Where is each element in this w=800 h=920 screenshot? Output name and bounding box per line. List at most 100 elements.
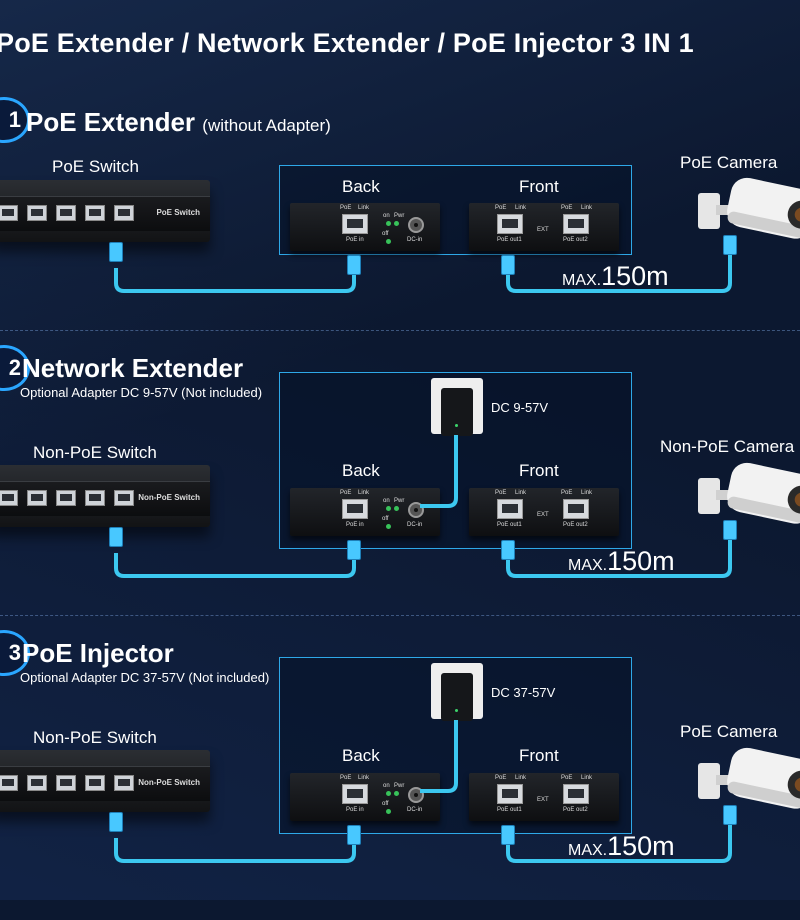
link-text: Link <box>581 490 593 496</box>
switch-port <box>27 205 47 221</box>
rj45-connector <box>347 255 361 275</box>
ext-text: EXT <box>537 512 549 518</box>
adapter-voltage-label: DC 37-57V <box>491 685 556 700</box>
on-text: on <box>383 783 390 789</box>
cable-front-to-camera <box>506 253 732 293</box>
optional-adapter-note: Optional Adapter DC 9-57V (Not included) <box>20 385 263 400</box>
switch-front-panel: Non-PoE Switch <box>0 766 210 801</box>
poe-text: PoE <box>561 490 573 496</box>
link-text: Link <box>515 775 527 781</box>
section-heading: PoE Injector <box>22 638 174 669</box>
switch-port <box>85 775 105 791</box>
cable-adapter-to-dcin <box>420 720 458 793</box>
network-switch: PoE Switch <box>0 180 210 242</box>
poe-in-text: PoE in <box>346 522 364 528</box>
max-distance-value: 150m <box>601 261 669 291</box>
front-label: Front <box>519 461 559 480</box>
camera-label: Non-PoE Camera <box>660 437 795 456</box>
led-indicator <box>394 221 399 226</box>
power-adapter <box>431 378 483 436</box>
max-distance-label: MAX.150m <box>568 831 675 862</box>
rj45-connector <box>347 825 361 845</box>
cable-front-to-camera <box>506 823 732 863</box>
adapter-body <box>441 673 473 721</box>
rj45-connector <box>723 235 737 255</box>
switch-port <box>85 490 105 506</box>
link-text: Link <box>581 205 593 211</box>
section-heading: Network Extender <box>22 353 243 384</box>
poe-in-port <box>342 499 368 519</box>
poe-text: PoE <box>561 205 573 211</box>
rj45-connector <box>723 805 737 825</box>
section-heading-sub: (without Adapter) <box>202 116 331 135</box>
adapter-voltage-label: DC 9-57V <box>491 400 549 415</box>
network-switch: Non-PoE Switch <box>0 465 210 527</box>
on-text: on <box>383 213 390 219</box>
cable-switch-to-back <box>114 838 356 863</box>
poe-text: PoE <box>495 205 507 211</box>
switch-port <box>114 490 134 506</box>
switch-label: Non-PoE Switch <box>33 443 157 462</box>
cable-front-to-camera <box>506 538 732 578</box>
off-text: off <box>382 801 389 807</box>
section-heading: PoE Extender (without Adapter) <box>26 107 331 138</box>
poe-out2-text: PoE out2 <box>563 807 588 813</box>
rj45-connector <box>347 540 361 560</box>
switch-port <box>27 490 47 506</box>
front-label: Front <box>519 177 559 196</box>
switch-port <box>56 775 76 791</box>
poe-in-port <box>342 214 368 234</box>
poe-out1-text: PoE out1 <box>497 807 522 813</box>
dc-in-jack <box>408 217 424 233</box>
switch-label: Non-PoE Switch <box>33 728 157 747</box>
rj45-connector <box>501 825 515 845</box>
switch-port <box>27 775 47 791</box>
max-distance-value: 150m <box>607 831 675 861</box>
poe-out1-port <box>497 499 523 519</box>
poe-out2-port <box>563 214 589 234</box>
dc-in-text: DC-in <box>407 237 423 243</box>
switch-port <box>0 775 18 791</box>
poe-out1-text: PoE out1 <box>497 522 522 528</box>
link-text: Link <box>358 205 370 211</box>
max-distance-value: 150m <box>607 546 675 576</box>
cable-diagram <box>114 253 732 293</box>
max-prefix: MAX. <box>568 557 608 574</box>
rj45-connector <box>501 540 515 560</box>
cable-diagram <box>114 720 732 863</box>
poe-text: PoE <box>340 775 352 781</box>
dc-in-jack <box>408 502 424 518</box>
poe-out2-text: PoE out2 <box>563 237 588 243</box>
switch-front-panel: PoE Switch <box>0 196 210 231</box>
max-distance-label: MAX.150m <box>568 546 675 577</box>
link-text: Link <box>358 490 370 496</box>
camera-label: PoE Camera <box>680 722 778 741</box>
network-switch: Non-PoE Switch <box>0 750 210 812</box>
switch-port <box>0 205 18 221</box>
led-indicator <box>386 809 391 814</box>
section-heading-main: Network Extender <box>22 353 244 383</box>
adapter-body <box>441 388 473 436</box>
back-label: Back <box>342 461 380 480</box>
rj45-connector <box>109 527 123 547</box>
switch-model-label: Non-PoE Switch <box>138 493 200 502</box>
rj45-connector <box>501 255 515 275</box>
section-number-badge: 2 <box>0 345 30 391</box>
pwr-text: Pwr <box>394 498 405 504</box>
off-text: off <box>382 231 389 237</box>
page-title: PoE Extender / Network Extender / PoE In… <box>0 28 694 58</box>
poe-out1-text: PoE out1 <box>497 237 522 243</box>
led-indicator <box>386 791 391 796</box>
poe-out1-port <box>497 784 523 804</box>
poe-in-text: PoE in <box>346 807 364 813</box>
max-distance-label: MAX.150m <box>562 261 669 292</box>
switch-port <box>56 205 76 221</box>
poe-out2-text: PoE out2 <box>563 522 588 528</box>
cable-adapter-to-dcin <box>420 435 458 508</box>
